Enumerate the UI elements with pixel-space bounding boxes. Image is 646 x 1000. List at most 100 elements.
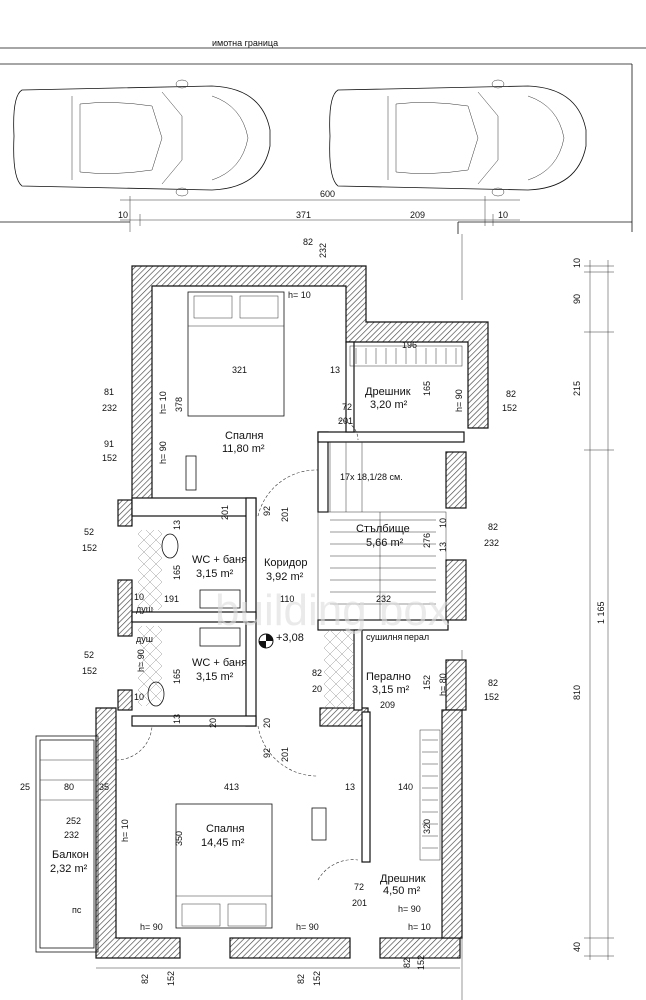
room-name-bedroom1: Спалня [225, 430, 264, 442]
dim-label: h= 90 [158, 441, 168, 464]
dim-label: 232 [102, 403, 117, 413]
dim-label: 13 [172, 520, 182, 530]
property-line-label: имотна граница [212, 38, 278, 48]
bottom-dimensions: 82 152 82 152 82 152 [96, 955, 460, 986]
dim-label: 152 [422, 675, 432, 690]
dim-label: 201 [280, 507, 290, 522]
dim-label: 81 [104, 387, 114, 397]
dim-label: 152 [102, 453, 117, 463]
dim-label: 201 [220, 505, 230, 520]
dim-middle-a: 371 [296, 210, 311, 220]
room-area-closet2: 4,50 m² [383, 885, 421, 897]
room-area-closet1: 3,20 m² [370, 399, 408, 411]
dim-label: h= 10 [120, 819, 130, 842]
dim-label: 152 [82, 543, 97, 553]
dim-label: h= 10 [288, 290, 311, 300]
dim-label: 810 [572, 685, 582, 700]
room-area-corridor: 3,92 m² [266, 571, 304, 583]
dim-middle-b: 209 [410, 210, 425, 220]
staircase [317, 442, 447, 621]
laundry-floor [324, 630, 354, 708]
dim-label: 152 [484, 692, 499, 702]
property-line: имотна граница [0, 38, 646, 49]
dim-label: 25 [20, 782, 30, 792]
dim-label: 350 [174, 831, 184, 846]
dim-label: 165 [172, 565, 182, 580]
room-name-corridor: Коридор [264, 557, 307, 569]
dim-label: h= 90 [136, 649, 146, 672]
room-name-laundry: Перално [366, 671, 411, 683]
dim-label: 13 [172, 714, 182, 724]
room-name-closet2: Дрешник [380, 873, 426, 885]
dim-label: 91 [104, 439, 114, 449]
dim-label: 152 [416, 955, 426, 970]
dim-label: 13 [345, 782, 355, 792]
room-area-stair: 5,66 m² [366, 537, 404, 549]
bed-icon [175, 803, 273, 929]
dim-label: 82 [506, 389, 516, 399]
ps-label: пс [72, 905, 82, 915]
dim-label: 10 [134, 692, 144, 702]
dim-label: 201 [352, 898, 367, 908]
room-name-balcony: Балкон [52, 849, 89, 861]
dim-label: 90 [572, 294, 582, 304]
dim-label: 232 [484, 538, 499, 548]
dim-label: 140 [398, 782, 413, 792]
level-label: +3,08 [276, 632, 304, 644]
car-icon [13, 79, 271, 197]
room-area-bedroom2: 14,45 m² [201, 837, 245, 849]
room-name-closet1: Дрешник [365, 386, 411, 398]
level-marker: +3,08 [258, 632, 304, 649]
nightstand-icon [185, 455, 197, 491]
dim-label: 152 [166, 971, 176, 986]
dim-label: 165 [172, 669, 182, 684]
dim-label: 378 [174, 397, 184, 412]
toilet-icon [147, 533, 179, 707]
parking-area [0, 63, 633, 1000]
dim-left: 10 [118, 210, 128, 220]
dim-label: 232 [376, 594, 391, 604]
dim-label: 110 [280, 594, 294, 604]
shower-label: душ [136, 604, 153, 614]
dim-label: 82 [303, 237, 313, 247]
bed-icon [187, 291, 285, 417]
watermark: building box [215, 586, 450, 635]
interior-dimensions: 82 232 h= 10 321 13 196 81 232 h= 10 378… [20, 237, 517, 932]
dim-label: 13 [438, 542, 448, 552]
room-name-wc1: WC + баня [192, 554, 247, 566]
dim-label: 152 [82, 666, 97, 676]
dim-label: h= 10 [408, 922, 431, 932]
dim-label: 82 [488, 522, 498, 532]
dim-label: 35 [99, 782, 109, 792]
right-dimensions: 10 90 215 1 165 810 40 [572, 258, 614, 960]
dim-label: 252 [66, 816, 81, 826]
interior-walls [131, 341, 465, 863]
desk-chair-icon [311, 807, 327, 841]
dim-label: 209 [380, 700, 395, 710]
dim-label: 165 [422, 381, 432, 396]
dim-label: 152 [502, 403, 517, 413]
dim-label: 40 [572, 942, 582, 952]
dim-label: 20 [262, 718, 272, 728]
dim-label: 13 [330, 365, 340, 375]
room-name-stair: Стълбище [356, 523, 410, 535]
room-area-laundry: 3,15 m² [372, 684, 410, 696]
room-area-bedroom1: 11,80 m² [222, 443, 265, 455]
dim-label: 20 [312, 684, 322, 694]
dim-label: 52 [84, 650, 94, 660]
dim-label: 10 [134, 592, 144, 602]
stair-note: 17x 18,1/28 см. [340, 472, 403, 482]
dim-label: 72 [354, 882, 364, 892]
dim-label: 82 [488, 678, 498, 688]
dim-label: h= 10 [158, 391, 168, 414]
dim-label: h= 90 [296, 922, 319, 932]
dim-label: 82 [312, 668, 322, 678]
dim-label: h= 90 [454, 389, 464, 412]
dim-label: 413 [224, 782, 239, 792]
dim-label: 196 [402, 340, 417, 350]
dim-label: 82 [296, 974, 306, 984]
dim-total: 600 [320, 189, 335, 199]
dim-label: 321 [232, 365, 247, 375]
dim-label: 201 [338, 416, 353, 426]
dim-label: 92 [262, 506, 272, 516]
